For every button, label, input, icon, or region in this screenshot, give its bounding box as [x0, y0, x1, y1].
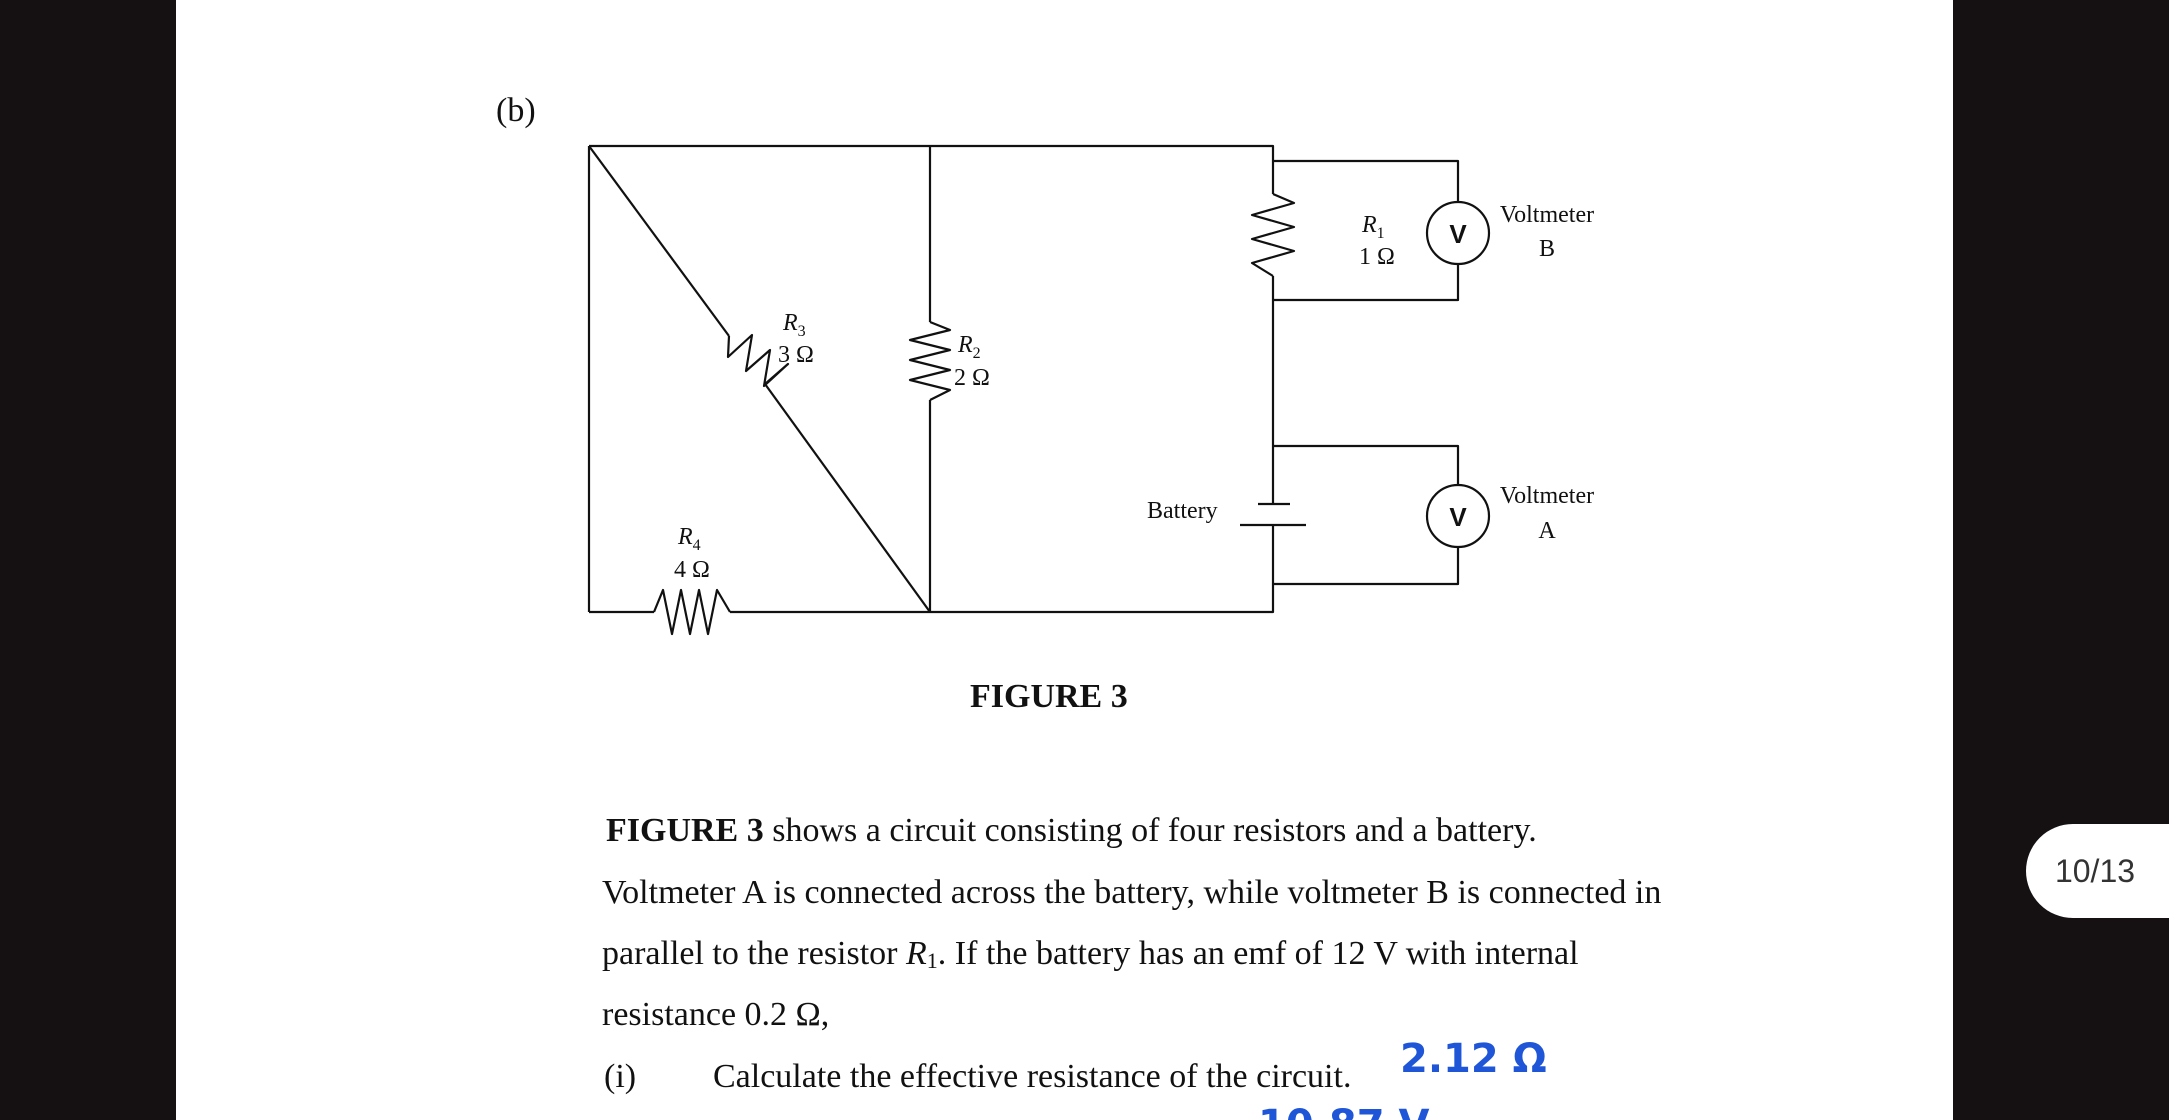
paragraph-line-1: FIGURE 3 shows a circuit consisting of f… — [606, 812, 1537, 849]
paragraph-line-3: parallel to the resistor R1. If the batt… — [602, 935, 1579, 973]
wire-voltmeter-a — [1273, 444, 1460, 586]
wire-bottom-right — [730, 580, 1275, 614]
wire-diagonal-upper — [588, 145, 730, 337]
wire-diagonal-lower — [764, 383, 931, 613]
r1-value: 1 Ω — [1359, 244, 1395, 270]
voltmeter-b-circle — [1425, 200, 1491, 266]
paragraph-line-4: resistance 0.2 Ω, — [602, 996, 830, 1033]
voltmeter-b-symbol: V — [1449, 219, 1467, 249]
handwritten-answer-1: 2.12 Ω — [1400, 1036, 1547, 1082]
r3-label: R3 — [782, 310, 806, 340]
voltmeter-a-circle — [1425, 483, 1491, 549]
resistor-r4-zigzag — [652, 588, 731, 636]
handwritten-answer-2: 10.87 V — [1258, 1102, 1429, 1120]
r2-value: 2 Ω — [954, 365, 990, 391]
circuit-diagram: R1 1 Ω R2 2 Ω R3 3 Ω R4 4 Ω Battery V V … — [587, 144, 1594, 1120]
r2-label: R2 — [957, 332, 981, 362]
sub-question-text: Calculate the effective resistance of th… — [713, 1058, 1352, 1095]
r3-value: 3 Ω — [778, 342, 814, 368]
r1-label: R1 — [1361, 212, 1385, 242]
wire-top — [589, 144, 1275, 194]
voltmeter-b-label-2: B — [1539, 236, 1555, 262]
voltmeter-a-symbol: V — [1449, 502, 1467, 532]
paragraph-line-2: Voltmeter A is connected across the batt… — [602, 874, 1662, 911]
voltmeter-a-label-2: A — [1538, 518, 1556, 544]
resistor-r1-zigzag — [1250, 192, 1296, 277]
r4-value: 4 Ω — [674, 557, 710, 583]
resistor-r3-zigzag — [726, 333, 790, 388]
r4-label: R4 — [677, 524, 701, 554]
battery-label: Battery — [1147, 498, 1218, 524]
part-label: (b) — [496, 92, 536, 129]
resistor-r2-zigzag — [908, 320, 952, 401]
page-indicator[interactable]: 10/13 — [2026, 824, 2169, 918]
figure-caption: FIGURE 3 — [970, 678, 1128, 715]
voltmeter-a-label-1: Voltmeter — [1500, 483, 1594, 509]
sub-question-number: (i) — [604, 1058, 637, 1095]
document-page[interactable]: (b) — [176, 0, 1953, 1120]
voltmeter-b-label-1: Voltmeter — [1500, 202, 1594, 228]
wire-voltmeter-b — [1273, 159, 1460, 302]
